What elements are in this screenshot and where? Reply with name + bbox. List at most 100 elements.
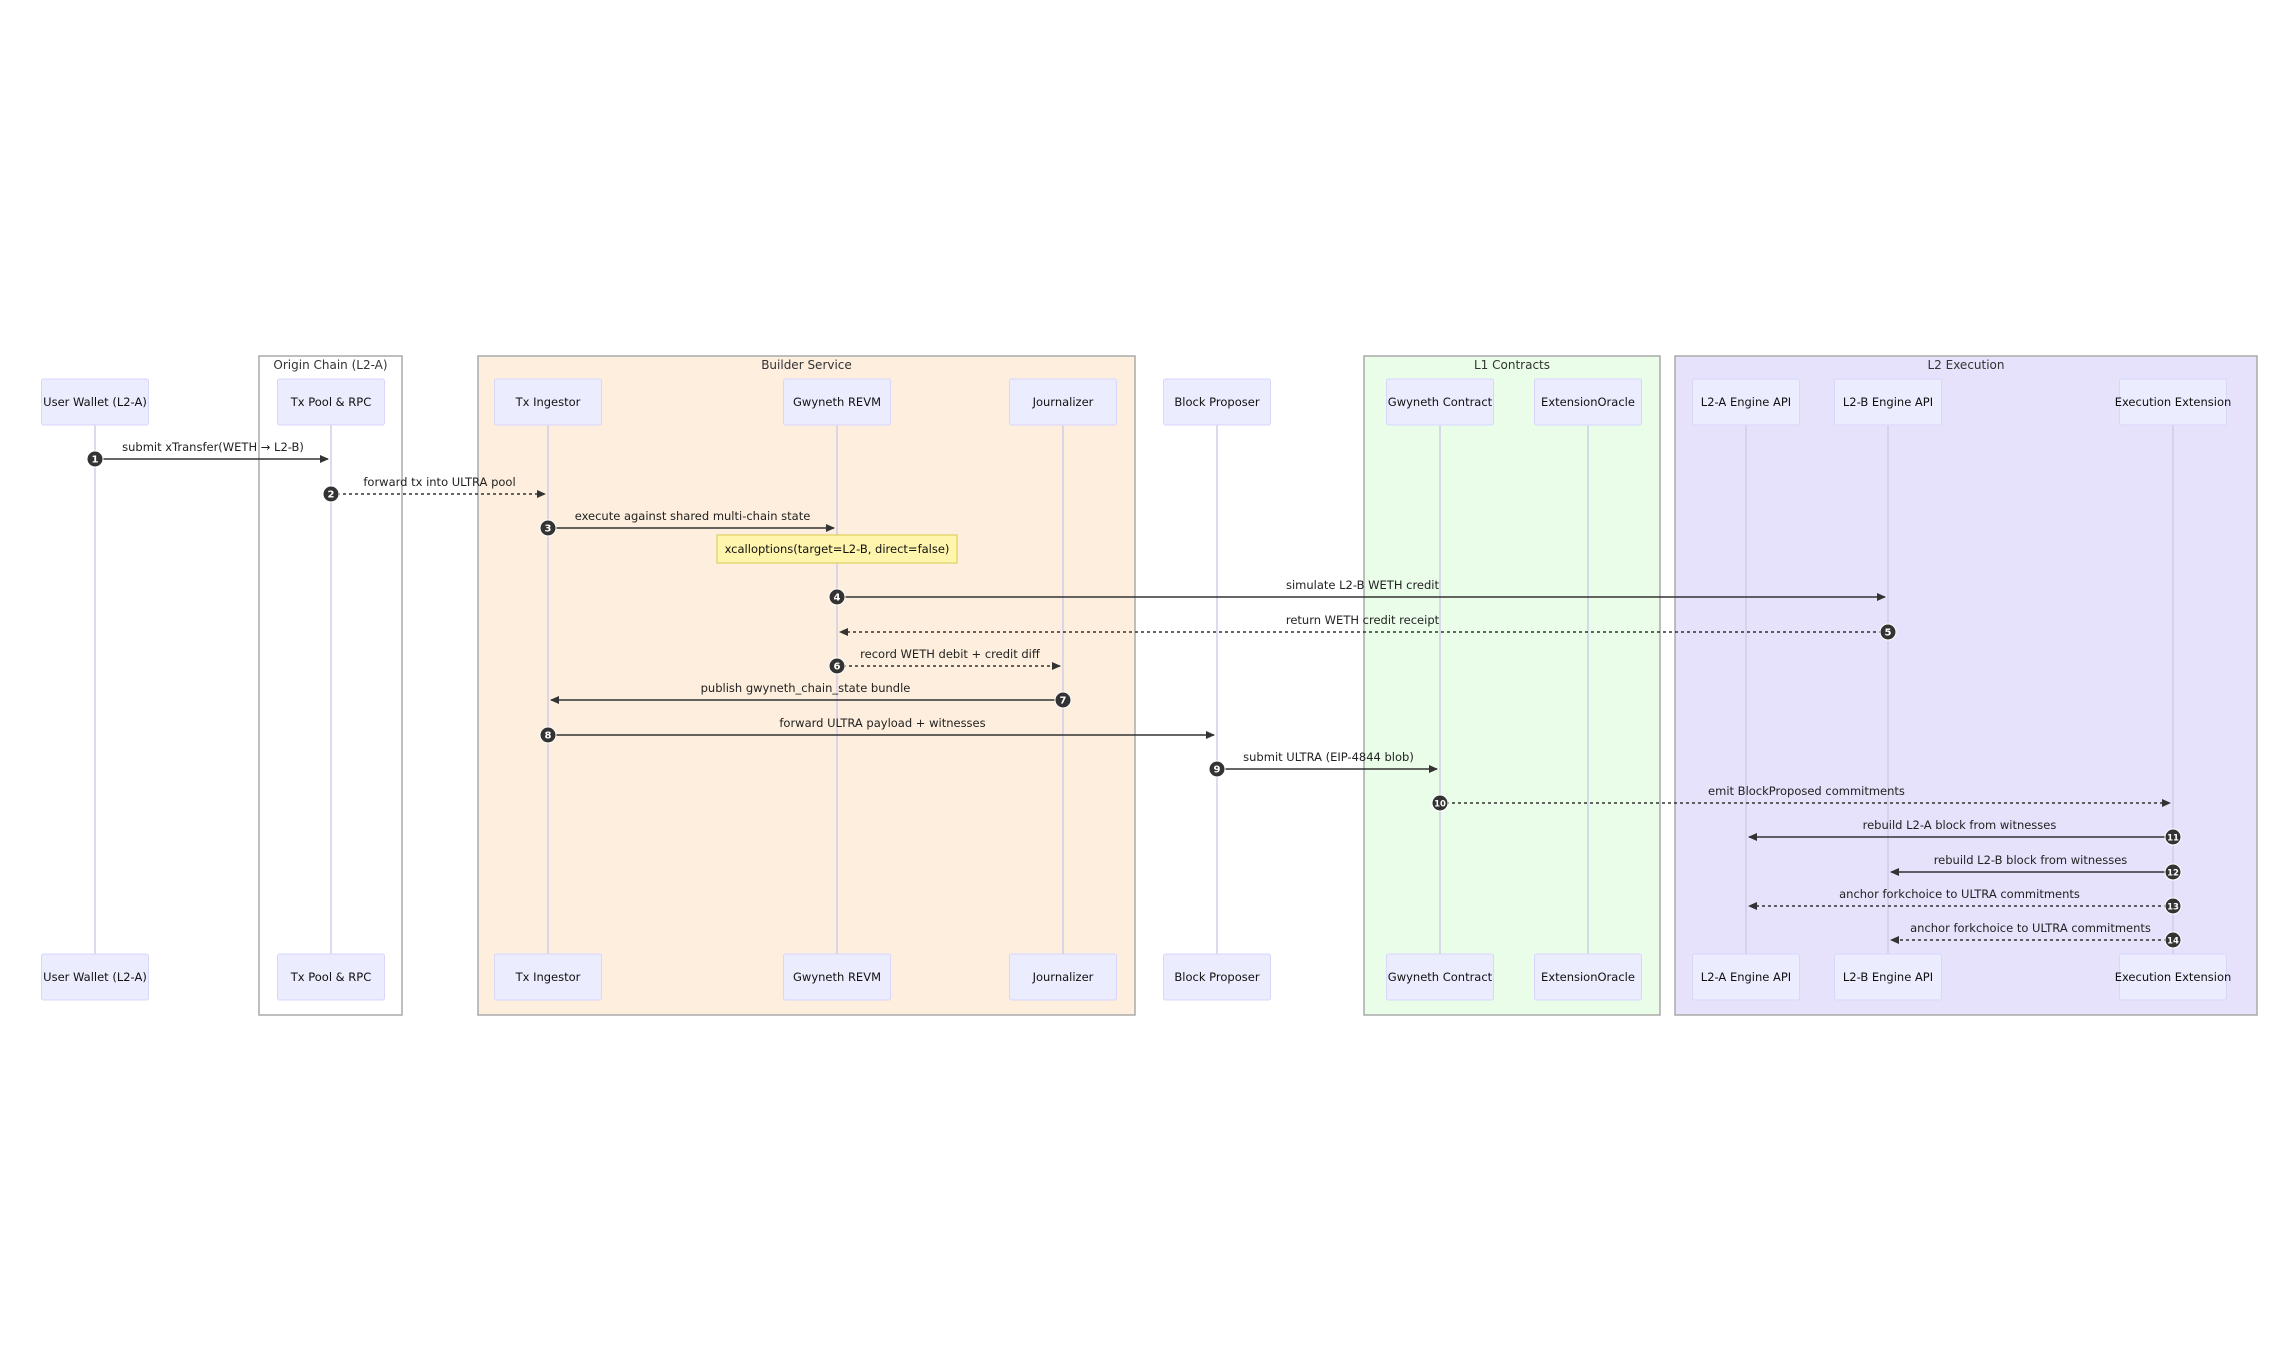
actor-label: Journalizer: [1032, 970, 1094, 984]
actor-label: Block Proposer: [1174, 395, 1259, 409]
message-4: simulate L2-B WETH credit 4: [828, 578, 1886, 606]
message-label: execute against shared multi-chain state: [575, 509, 811, 523]
note-label: xcalloptions(target=L2-B, direct=false): [725, 542, 950, 556]
step-number: 10: [1434, 800, 1446, 810]
actor-pool-top[interactable]: Tx Pool & RPC: [277, 378, 385, 426]
actor-box: [41, 378, 149, 426]
actor-box: [1534, 953, 1642, 1001]
actor-revm-bottom[interactable]: Gwyneth REVM: [783, 953, 891, 1001]
actor-label: Execution Extension: [2115, 970, 2232, 984]
step-number: 2: [328, 490, 335, 501]
step-number: 3: [545, 524, 552, 535]
actor-ingestor-top[interactable]: Tx Ingestor: [494, 378, 602, 426]
step-number: 12: [2167, 869, 2179, 879]
message-label: anchor forkchoice to ULTRA commitments: [1839, 887, 2080, 901]
step-number: 9: [1214, 765, 1221, 776]
step-number-badge: [2164, 863, 2182, 881]
step-number-badge: [322, 485, 340, 503]
actor-label: L2-A Engine API: [1701, 395, 1791, 409]
actor-wallet-bottom[interactable]: User Wallet (L2-A): [41, 953, 149, 1001]
actor-contract-bottom[interactable]: Gwyneth Contract: [1386, 953, 1494, 1001]
actor-label: L2-B Engine API: [1843, 395, 1933, 409]
actor-box: [494, 378, 602, 426]
actor-extension-bottom[interactable]: Execution Extension: [2115, 953, 2232, 1001]
group-builder-title: Builder Service: [761, 358, 852, 372]
actor-box: [1386, 953, 1494, 1001]
step-number-badge: [1431, 794, 1449, 812]
step-number-badge: [539, 726, 557, 744]
message-13: anchor forkchoice to ULTRA commitments 13: [1748, 887, 2182, 915]
step-number-badge: [2164, 931, 2182, 949]
actor-label: L2-B Engine API: [1843, 970, 1933, 984]
actor-label: ExtensionOracle: [1541, 395, 1635, 409]
message-label: anchor forkchoice to ULTRA commitments: [1910, 921, 2151, 935]
actor-l2a-top[interactable]: L2-A Engine API: [1692, 378, 1800, 426]
actor-box: [1834, 953, 1942, 1001]
message-1: submit xTransfer(WETH → L2-B)1: [86, 440, 329, 468]
actor-box: [1692, 378, 1800, 426]
actor-label: Gwyneth Contract: [1388, 395, 1493, 409]
actor-proposer-top[interactable]: Block Proposer: [1163, 378, 1271, 426]
group-l1: L1 Contracts: [1363, 355, 1661, 1016]
actor-ingestor-bottom[interactable]: Tx Ingestor: [494, 953, 602, 1001]
actor-label: Journalizer: [1032, 395, 1094, 409]
actor-extension-top[interactable]: Execution Extension: [2115, 378, 2232, 426]
actor-oracle-top[interactable]: ExtensionOracle: [1534, 378, 1642, 426]
message-label: forward ULTRA payload + witnesses: [779, 716, 985, 730]
step-number: 5: [1885, 628, 1892, 639]
step-number-badge: [1208, 760, 1226, 778]
actor-box: [41, 953, 149, 1001]
note-xcalloptions: xcalloptions(target=L2-B, direct=false): [716, 534, 958, 564]
actor-label: Tx Ingestor: [515, 395, 581, 409]
message-8: forward ULTRA payload + witnesses 8: [539, 716, 1215, 744]
actor-label: Execution Extension: [2115, 395, 2232, 409]
actor-pool-bottom[interactable]: Tx Pool & RPC: [277, 953, 385, 1001]
step-number-badge: [828, 657, 846, 675]
actor-oracle-bottom[interactable]: ExtensionOracle: [1534, 953, 1642, 1001]
actor-box: [1386, 378, 1494, 426]
actor-box: [1009, 953, 1117, 1001]
actor-box: [494, 953, 602, 1001]
group-builder: Builder Service: [477, 355, 1136, 1016]
actor-box: [1163, 378, 1271, 426]
actor-l2a-bottom[interactable]: L2-A Engine API: [1692, 953, 1800, 1001]
step-number: 13: [2167, 903, 2179, 913]
actor-label: Tx Pool & RPC: [290, 395, 372, 409]
group-origin-title: Origin Chain (L2-A): [273, 358, 387, 372]
actor-l2b-top[interactable]: L2-B Engine API: [1834, 378, 1942, 426]
actor-journalizer-bottom[interactable]: Journalizer: [1009, 953, 1117, 1001]
actor-box: [2119, 953, 2227, 1001]
step-number: 1: [92, 455, 99, 466]
message-3: execute against shared multi-chain state…: [539, 509, 835, 537]
actor-journalizer-top[interactable]: Journalizer: [1009, 378, 1117, 426]
step-number-badge: [539, 519, 557, 537]
message-label: rebuild L2-A block from witnesses: [1863, 818, 2057, 832]
actor-l2b-bottom[interactable]: L2-B Engine API: [1834, 953, 1942, 1001]
actor-box: [1163, 953, 1271, 1001]
actor-box: [2119, 378, 2227, 426]
message-label: forward tx into ULTRA pool: [363, 475, 515, 489]
step-number: 8: [545, 731, 552, 742]
step-number-badge: [2164, 897, 2182, 915]
actor-box: [1009, 378, 1117, 426]
step-number: 7: [1060, 696, 1067, 707]
message-2: forward tx into ULTRA pool 2: [322, 475, 546, 503]
actor-revm-top[interactable]: Gwyneth REVM: [783, 378, 891, 426]
message-label: return WETH credit receipt: [1286, 613, 1440, 627]
step-number: 6: [834, 662, 841, 673]
actor-proposer-bottom[interactable]: Block Proposer: [1163, 953, 1271, 1001]
step-number-badge: [828, 588, 846, 606]
group-l2exec-title: L2 Execution: [1927, 358, 2004, 372]
message-label: simulate L2-B WETH credit: [1286, 578, 1440, 592]
actor-label: Tx Ingestor: [515, 970, 581, 984]
step-number: 4: [834, 593, 841, 604]
actor-wallet-top[interactable]: User Wallet (L2-A): [41, 378, 149, 426]
group-builder-box: [477, 355, 1136, 1016]
actor-contract-top[interactable]: Gwyneth Contract: [1386, 378, 1494, 426]
actor-box: [1692, 953, 1800, 1001]
message-label: rebuild L2-B block from witnesses: [1934, 853, 2128, 867]
